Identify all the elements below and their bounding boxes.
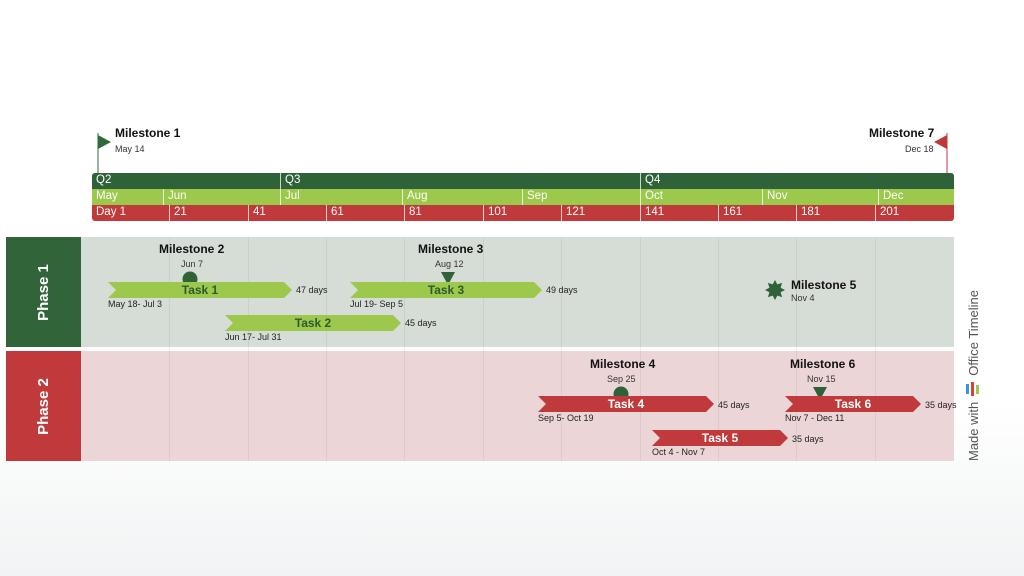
task-bar [538,396,714,412]
milestone-date: Nov 15 [807,374,836,384]
gridline [483,237,484,461]
task-duration: 35 days [925,400,957,410]
month-label: Nov [767,190,788,202]
day-label: 181 [801,206,821,218]
task-duration: 49 days [546,285,578,295]
triangle-marker-icon [441,272,455,285]
task-label: Task 3 [427,283,465,297]
task-date-range: Nov 7 - Dec 11 [785,413,845,423]
day-label: 61 [331,206,344,218]
triangle-marker-icon [813,387,827,400]
quarter-band: Q2 Q3 Q4 [92,173,954,189]
month-label: Dec [883,190,904,202]
month-label: May [96,190,118,202]
gridline [326,237,327,461]
gridline [561,237,562,461]
flag-icon [934,133,948,173]
day-label: 201 [880,206,900,218]
gridline [718,237,719,461]
watermark-brand: Office Timeline [965,290,981,376]
phase-2-label[interactable]: Phase 2 [6,351,81,461]
milestone-title: Milestone 2 [159,242,225,256]
gridline [248,237,249,461]
task-label: Task 6 [834,397,872,411]
milestone-title: Milestone 1 [115,126,181,140]
milestone-title: Milestone 7 [869,126,935,140]
task-label: Task 1 [181,283,219,297]
task-bar [785,396,921,412]
task-label: Task 2 [294,316,332,330]
star-marker-icon [765,280,785,300]
task-duration: 45 days [718,400,750,410]
day-label: Day 1 [96,206,127,218]
office-timeline-logo-icon [966,381,979,396]
quarter-label: Q3 [285,174,301,186]
milestone-date: Sep 25 [607,374,636,384]
month-label: Jun [168,190,187,202]
day-band: Day 1 21 41 61 81 101 121 141 161 181 20… [92,205,954,221]
day-label: 121 [566,206,586,218]
quarter-label: Q4 [645,174,661,186]
milestone-title: Milestone 4 [590,357,656,371]
day-label: 81 [409,206,422,218]
day-label: 21 [174,206,187,218]
day-label: 41 [253,206,266,218]
task-label: Task 4 [607,397,645,411]
milestone-date: May 14 [115,144,145,154]
milestone-date: Jun 7 [181,259,204,269]
month-label: Oct [645,190,663,202]
made-with-watermark: Made with Office Timeline [963,271,983,461]
month-label: Sep [527,190,548,202]
gridline [169,237,170,461]
milestone-title: Milestone 6 [790,357,856,371]
gridline [875,237,876,461]
milestone-date: Dec 18 [905,144,934,154]
task-date-range: May 18- Jul 3 [108,299,163,309]
milestone-date: Nov 4 [791,293,815,303]
task-duration: 35 days [792,434,824,444]
quarter-label: Q2 [96,174,112,186]
month-band: May Jun Jul Aug Sep Oct Nov Dec [92,189,954,205]
phase-1-label[interactable]: Phase 1 [6,237,81,347]
milestone-title: Milestone 3 [418,242,484,256]
month-label: Aug [407,190,428,202]
gridline [640,237,641,461]
gridline [404,237,405,461]
day-label: 161 [723,206,743,218]
day-label: 141 [645,206,665,218]
milestone-title: Milestone 5 [791,278,857,292]
watermark-text: Made with [965,401,981,461]
task-bar [108,282,292,298]
task-date-range: Sep 5- Oct 19 [538,413,594,423]
flag-icon [97,133,111,173]
day-label: 101 [488,206,508,218]
task-bar [350,282,542,298]
task-duration: 47 days [296,285,328,295]
task-bar [225,315,401,331]
task-label: Task 5 [701,431,739,445]
gridline [796,237,797,461]
task-date-range: Jul 19- Sep 5 [350,299,404,309]
task-duration: 45 days [405,318,437,328]
task-date-range: Jun 17- Jul 31 [225,332,282,342]
task-bar [652,430,788,446]
milestone-date: Aug 12 [435,259,464,269]
task-date-range: Oct 4 - Nov 7 [652,447,706,457]
month-label: Jul [285,190,300,202]
